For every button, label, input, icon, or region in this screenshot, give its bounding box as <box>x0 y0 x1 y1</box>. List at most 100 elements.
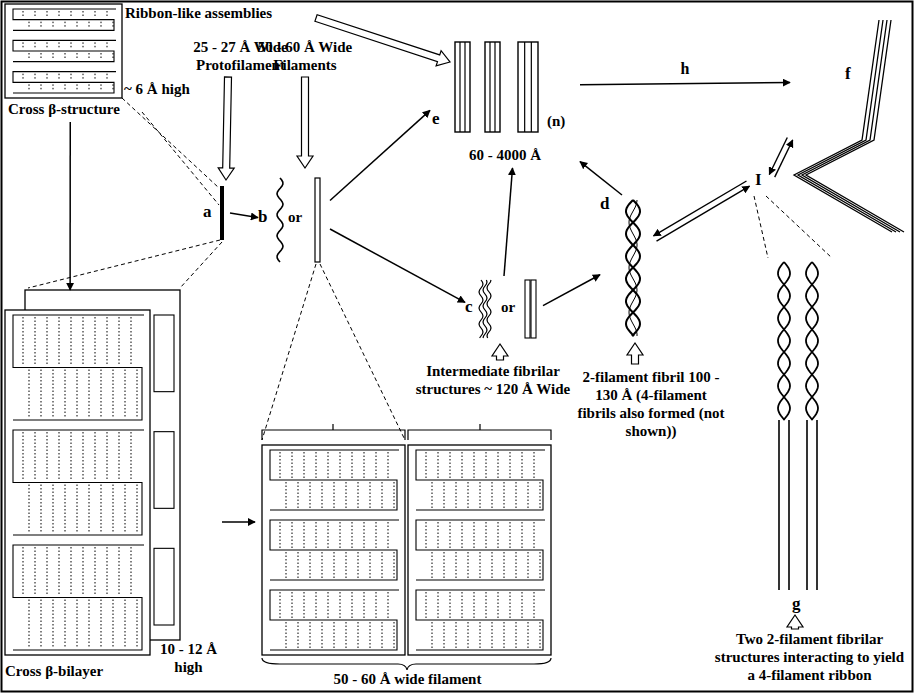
h-bond <box>89 485 90 534</box>
filament <box>525 280 530 338</box>
h-bond <box>328 522 329 548</box>
h-bond <box>131 317 132 366</box>
h-bond <box>382 552 383 578</box>
h-bond <box>376 592 377 618</box>
h-bond <box>47 432 48 481</box>
h-bond <box>77 370 78 419</box>
h-bond <box>29 22 30 29</box>
h-bond <box>47 11 48 18</box>
h-bond <box>71 74 72 81</box>
h-bond <box>370 482 371 508</box>
h-bond <box>456 482 457 508</box>
h-bond <box>53 370 54 419</box>
h-bond <box>462 452 463 478</box>
structure-node: Cross β-structure <box>5 4 150 122</box>
h-bond <box>95 547 96 596</box>
h-bond <box>498 452 499 478</box>
filament <box>483 280 487 338</box>
annotation: ~ 6 Å high <box>124 80 190 98</box>
h-bond <box>107 42 108 49</box>
h-bond <box>35 11 36 18</box>
h-bond <box>516 552 517 578</box>
reverse-arrow <box>653 181 746 236</box>
h-bond <box>280 452 281 478</box>
h-bond <box>304 592 305 618</box>
h-bond <box>334 552 335 578</box>
h-bond <box>286 482 287 508</box>
h-bond <box>304 452 305 478</box>
h-bond <box>346 622 347 648</box>
h-bond <box>41 600 42 649</box>
h-bond <box>510 452 511 478</box>
h-bond <box>47 547 48 596</box>
arrow-line <box>330 229 465 302</box>
reaction-arrow <box>769 137 792 177</box>
h-bond <box>53 53 54 60</box>
pointer-arrow <box>297 77 313 168</box>
h-bond <box>65 485 66 534</box>
h-bond <box>83 11 84 18</box>
h-bond <box>131 547 132 596</box>
h-bond <box>456 622 457 648</box>
h-bond <box>528 622 529 648</box>
h-bond <box>113 600 114 649</box>
dashed-leader <box>754 196 768 258</box>
h-bond <box>53 485 54 534</box>
strand-end <box>154 548 174 625</box>
ribbon <box>455 42 470 132</box>
h-bond <box>486 452 487 478</box>
filament <box>487 280 491 338</box>
dashed-leader <box>262 264 316 440</box>
h-bond <box>77 53 78 60</box>
arrow-line <box>580 162 622 195</box>
filament <box>778 262 790 420</box>
h-bond <box>286 622 287 648</box>
h-bond <box>29 53 30 60</box>
h-bond <box>119 317 120 366</box>
node-label: 60 - 4000 Å <box>430 146 580 164</box>
strand-end <box>154 315 174 392</box>
h-bond <box>35 432 36 481</box>
beta-strand <box>270 520 399 580</box>
dashed-leader <box>320 264 405 440</box>
structure-node: 50 - 60 Å wide filament <box>255 425 560 690</box>
h-bond <box>59 547 60 596</box>
h-bond <box>53 600 54 649</box>
h-bond <box>474 592 475 618</box>
h-bond <box>95 11 96 18</box>
structure-node: f <box>790 15 908 240</box>
h-bond <box>298 552 299 578</box>
h-bond <box>101 22 102 29</box>
h-bond <box>286 552 287 578</box>
h-bond <box>486 592 487 618</box>
h-bond <box>498 522 499 548</box>
h-bond <box>29 600 30 649</box>
node-label: Cross β-bilayer <box>5 662 103 680</box>
structure-node: Cross β-bilayer10 - 12 Å high <box>5 290 222 690</box>
h-bond <box>486 522 487 548</box>
h-bond <box>468 552 469 578</box>
filament <box>277 178 283 262</box>
node-label: c <box>465 298 473 316</box>
h-bond <box>388 522 389 548</box>
filament <box>806 262 818 420</box>
h-bond <box>334 482 335 508</box>
structure-node: g <box>762 255 837 617</box>
forward-arrow <box>657 186 750 241</box>
h-bond <box>89 84 90 91</box>
h-bond <box>438 522 439 548</box>
h-bond <box>444 482 445 508</box>
h-bond <box>77 84 78 91</box>
h-bond <box>456 552 457 578</box>
h-bond <box>340 522 341 548</box>
arrow-line <box>222 521 255 523</box>
reaction-arrow <box>70 122 71 290</box>
h-bond <box>450 452 451 478</box>
h-bond <box>71 317 72 366</box>
h-bond <box>480 482 481 508</box>
beta-strand <box>416 520 545 580</box>
reaction-arrow <box>580 162 622 195</box>
h-bond <box>352 452 353 478</box>
h-bond <box>426 452 427 478</box>
h-bond <box>364 592 365 618</box>
